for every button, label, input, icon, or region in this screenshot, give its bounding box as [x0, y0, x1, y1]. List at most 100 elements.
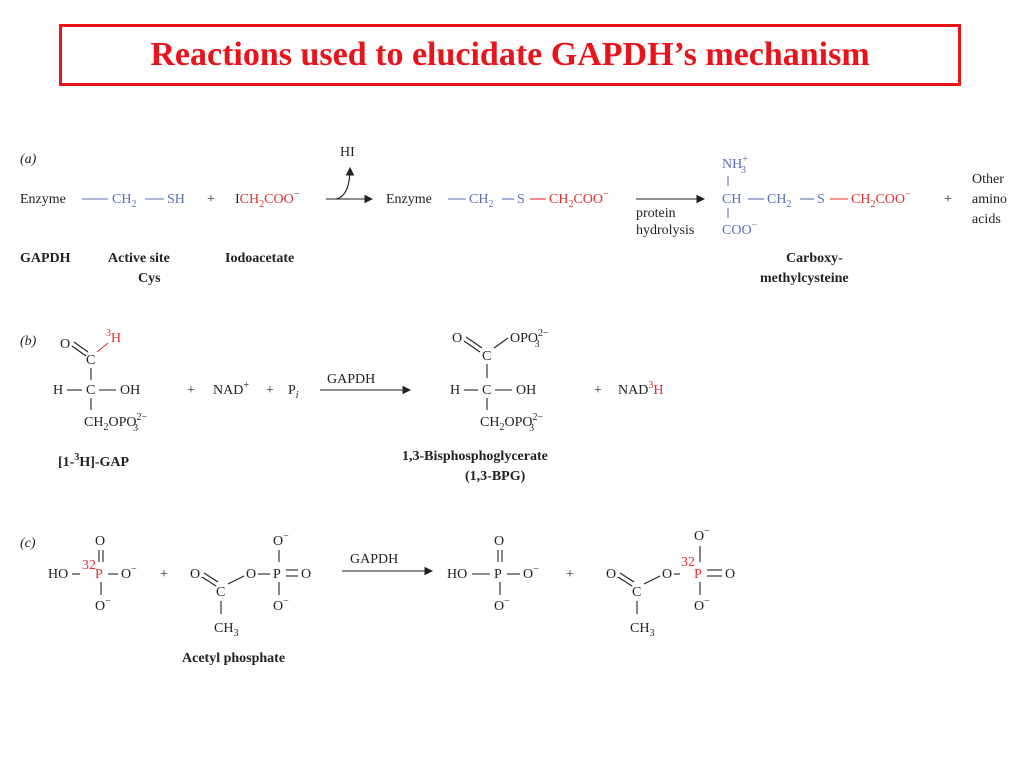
caption-iodoacetate: Iodoacetate	[225, 251, 294, 266]
panel-b: (b) O C 3H H C OH CH2OPO2−3 + NAD+ + Pi …	[20, 328, 663, 484]
enzyme-label: Enzyme	[386, 192, 432, 207]
carboxylate-group: COO−	[722, 220, 758, 238]
nad-tritium: NAD3H	[618, 380, 663, 398]
double-bond	[619, 572, 635, 583]
phosphorus: P	[494, 567, 502, 582]
oxide-oxygen: O−	[494, 596, 510, 614]
hydrogen: H	[450, 383, 460, 398]
double-bond	[463, 340, 481, 353]
central-carbon: C	[86, 383, 95, 398]
carbonyl-oxygen: O	[60, 337, 70, 352]
hi-release-arrow	[335, 166, 355, 200]
double-bond	[465, 336, 483, 349]
bond-line	[643, 575, 661, 585]
caption-gap: [1-3H]-GAP	[58, 452, 130, 470]
nh3-group: NH+3	[722, 154, 748, 176]
other-amino-acids-line2: amino	[972, 192, 1007, 207]
panel-b-label: (b)	[20, 334, 37, 349]
oxide-oxygen: O−	[694, 596, 710, 614]
oxide-oxygen: O−	[121, 564, 137, 582]
oxide-oxygen: O−	[694, 526, 710, 544]
acyl-phosphate: OPO2−3	[510, 328, 549, 350]
inorganic-phosphate: Pi	[288, 383, 299, 401]
phosphorus: P	[273, 567, 281, 582]
nad-plus: NAD+	[213, 380, 249, 398]
plus-sign: +	[207, 192, 215, 207]
bridge-oxygen: O	[662, 567, 672, 582]
oxide-oxygen: O−	[95, 596, 111, 614]
ch2-group: CH2	[112, 192, 136, 210]
carbonyl-oxygen: O	[452, 331, 462, 346]
phosphoryl-oxygen: O	[725, 567, 735, 582]
iodoacetate-formula: ICH2COO−	[235, 189, 300, 210]
sulfur-atom: S	[817, 192, 825, 207]
gapdh-arrow-label: GAPDH	[350, 552, 398, 567]
double-bond	[201, 576, 217, 587]
hydrogen: H	[53, 383, 63, 398]
hydroxyl: OH	[120, 383, 140, 398]
plus-sign: +	[187, 383, 195, 398]
plus-sign: +	[266, 383, 274, 398]
oxide-oxygen: O−	[273, 596, 289, 614]
slide-title: Reactions used to elucidate GAPDH’s mech…	[150, 36, 870, 73]
bond-line	[493, 337, 509, 349]
ch2-group: CH2	[469, 192, 493, 210]
phosphorus-32: P	[95, 567, 103, 582]
caption-carboxy: Carboxy-	[786, 251, 843, 266]
bond-line	[96, 342, 109, 353]
aldehyde-carbon: C	[86, 353, 95, 368]
other-amino-acids-line3: acids	[972, 212, 1001, 227]
acyl-carbon: C	[482, 349, 491, 364]
hydroxyl: OH	[516, 383, 536, 398]
panel-a: (a) Enzyme CH2 SH + ICH2COO− HI Enzyme C…	[20, 145, 1007, 286]
bond-line	[227, 575, 245, 585]
double-bond	[617, 576, 633, 587]
ch2-phosphate: CH2OPO2−3	[480, 412, 543, 434]
panel-c-label: (c)	[20, 536, 36, 551]
panel-c: (c) O HO 32 P O− O− + O C O P O O− O− CH…	[20, 526, 735, 666]
caption-active-site: Active site	[108, 251, 170, 266]
hydroxyl: HO	[48, 567, 68, 582]
phosphoryl-oxygen: O	[301, 567, 311, 582]
methyl-group: CH3	[214, 621, 238, 639]
alpha-carbon: CH	[722, 192, 741, 207]
p32-isotope: 32	[681, 555, 695, 570]
acyl-carbon: C	[216, 585, 225, 600]
caption-cys: Cys	[138, 271, 161, 286]
double-bond	[203, 572, 219, 583]
other-amino-acids-line1: Other	[972, 172, 1004, 187]
carbonyl-oxygen: O	[190, 567, 200, 582]
plus-sign: +	[160, 567, 168, 582]
title-box: Reactions used to elucidate GAPDH’s mech…	[59, 24, 961, 86]
carbonyl-oxygen: O	[606, 567, 616, 582]
phosphoryl-oxygen: O	[494, 534, 504, 549]
central-carbon: C	[482, 383, 491, 398]
plus-sign: +	[944, 192, 952, 207]
caption-gapdh: GAPDH	[20, 251, 71, 266]
phosphoryl-oxygen: O	[95, 534, 105, 549]
carboxymethyl-group: CH2COO−	[851, 189, 911, 210]
tritium-label: 3H	[106, 328, 121, 346]
caption-bpg: 1,3-Bisphosphoglycerate	[402, 449, 548, 464]
plus-sign: +	[594, 383, 602, 398]
double-bond	[71, 345, 87, 357]
ch2-phosphate: CH2OPO2−3	[84, 412, 147, 434]
arrow-label-hydrolysis: hydrolysis	[636, 223, 694, 238]
phosphorus-32: P	[694, 567, 702, 582]
ch2-group: CH2	[767, 192, 791, 210]
oxide-oxygen: O−	[273, 531, 289, 549]
hi-product: HI	[340, 145, 355, 160]
plus-sign: +	[566, 567, 574, 582]
sh-group: SH	[167, 192, 185, 207]
bridge-oxygen: O	[246, 567, 256, 582]
caption-acetyl-phosphate: Acetyl phosphate	[182, 651, 285, 666]
gapdh-arrow-label: GAPDH	[327, 372, 375, 387]
hydroxyl: HO	[447, 567, 467, 582]
acyl-carbon: C	[632, 585, 641, 600]
oxide-oxygen: O−	[523, 564, 539, 582]
sulfur-atom: S	[517, 192, 525, 207]
carboxymethyl-group: CH2COO−	[549, 189, 609, 210]
enzyme-label: Enzyme	[20, 192, 66, 207]
p32-isotope: 32	[82, 558, 96, 573]
